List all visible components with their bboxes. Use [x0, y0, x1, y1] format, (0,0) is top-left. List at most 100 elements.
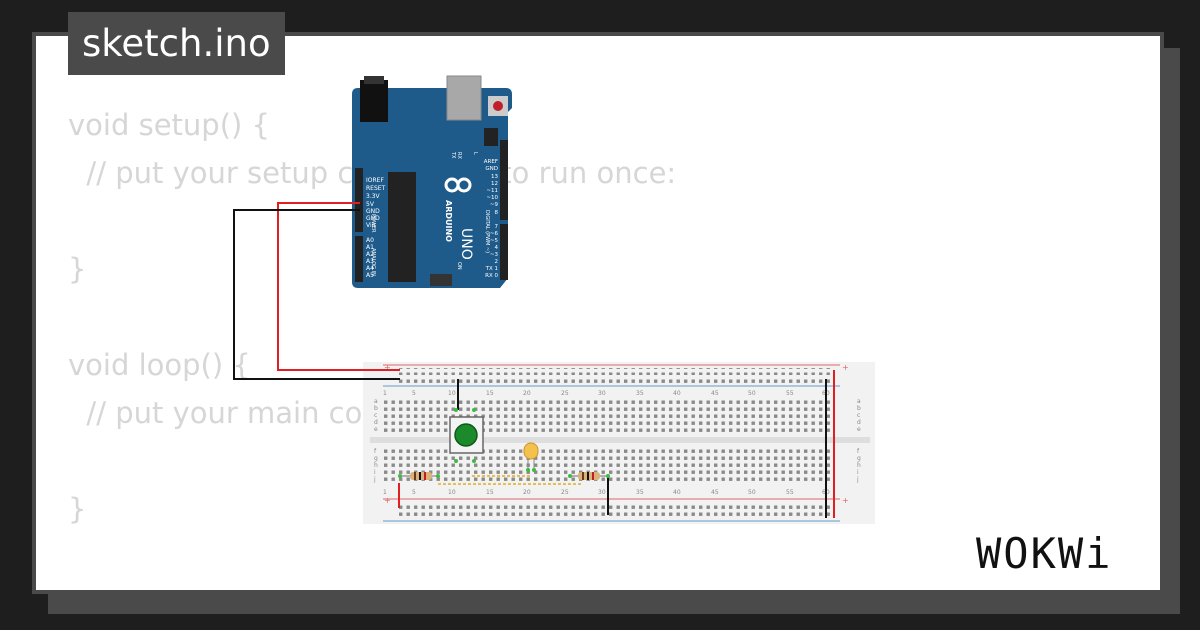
- pin-label: A4: [366, 265, 374, 272]
- plus-sign: +: [384, 496, 391, 505]
- power-label: POWER: [370, 214, 376, 233]
- pin-label: RX 0: [485, 273, 498, 279]
- column-number: 35: [636, 390, 644, 397]
- resistor-band: [419, 472, 421, 480]
- pin-highlight: [436, 474, 440, 478]
- row-letter: a: [374, 398, 378, 405]
- pin-label: 2: [495, 259, 499, 265]
- file-tab[interactable]: sketch.ino: [68, 12, 285, 75]
- pin-highlight: [606, 474, 610, 478]
- column-number: 55: [786, 489, 794, 496]
- resistor-2[interactable]: [570, 472, 608, 480]
- resistor-band: [424, 472, 426, 480]
- arduino-model-text: UNO: [458, 228, 474, 260]
- on-label: ON: [456, 262, 462, 270]
- breadboard: 1 5 10 15 20 25 30 35 40 45 50 55 60 1 5…: [363, 362, 875, 524]
- column-number: 20: [523, 489, 531, 496]
- column-number: 45: [711, 390, 719, 397]
- row-letter: h: [857, 462, 861, 469]
- power-rail-bottom-1: [398, 504, 830, 511]
- column-number: 20: [523, 390, 531, 397]
- arduino-uno[interactable]: ARDUINO UNO ON TX RX L POWER ANALOG IN D…: [352, 75, 512, 288]
- column-number: 15: [486, 390, 494, 397]
- power-rail-top-2: [398, 377, 830, 384]
- pin-label: A5: [366, 272, 374, 279]
- column-number: 1: [383, 489, 387, 496]
- pin-label: 4: [495, 245, 499, 251]
- row-letter: b: [857, 405, 861, 412]
- row-letter: h: [374, 462, 378, 469]
- analog-label: ANALOG IN: [370, 248, 376, 276]
- pin-highlight: [398, 474, 402, 478]
- power-rail-top-1: [398, 368, 830, 375]
- resistor-band: [587, 472, 589, 480]
- pin-label: IOREF: [366, 177, 384, 184]
- atmega-chip: [388, 172, 416, 282]
- pin-label: GND: [366, 215, 380, 222]
- resistor-band: [582, 472, 584, 480]
- pin-highlight: [454, 408, 458, 412]
- pin-label: 7: [495, 224, 499, 230]
- wokwi-logo: WOKWi: [976, 529, 1110, 576]
- pin-label: 3.3V: [366, 193, 381, 200]
- column-number: 10: [448, 489, 456, 496]
- power-jack: [360, 80, 388, 122]
- column-number: 50: [748, 489, 756, 496]
- column-number: 1: [383, 390, 387, 397]
- pushbutton[interactable]: [449, 408, 484, 463]
- pin-highlight: [526, 468, 530, 472]
- pin-label: 8: [495, 210, 499, 216]
- row-letter: j: [373, 476, 376, 483]
- power-rail-bottom-2: [398, 512, 830, 519]
- code-line: }: [68, 492, 87, 526]
- row-letter: d: [374, 419, 378, 426]
- pin-label: GND: [485, 166, 498, 172]
- pin-label: ~11: [486, 188, 498, 194]
- code-line: }: [68, 252, 87, 286]
- pin-label: ~3: [490, 252, 499, 258]
- resistor-1[interactable]: [400, 472, 438, 480]
- digital-header-top: [500, 140, 508, 220]
- row-letter: e: [857, 426, 861, 433]
- usb-port: [446, 75, 482, 121]
- pin-label: TX 1: [485, 266, 498, 272]
- led-yellow[interactable]: [523, 442, 539, 470]
- pin-label: RESET: [366, 185, 386, 192]
- pin-label: Vin: [366, 222, 376, 229]
- column-number: 5: [412, 390, 416, 397]
- column-number: 30: [598, 390, 606, 397]
- pin-label: A0: [366, 237, 374, 244]
- power-header: [355, 168, 363, 232]
- led-body: [523, 442, 539, 460]
- row-letter: g: [857, 455, 861, 462]
- pin-label: ~10: [486, 195, 498, 201]
- wire-gnd-black[interactable]: [233, 209, 400, 380]
- pin-label: 12: [491, 181, 498, 187]
- arduino-logo-icon: [444, 177, 472, 193]
- column-number: 55: [786, 390, 794, 397]
- pin-label: ~5: [490, 238, 499, 244]
- reset-button[interactable]: [493, 101, 503, 111]
- column-number: 35: [636, 489, 644, 496]
- wire-5v-red[interactable]: [277, 202, 400, 371]
- pin-label: 5V: [366, 201, 375, 208]
- analog-header: [355, 236, 363, 282]
- row-letter: g: [374, 455, 378, 462]
- pin-highlight: [532, 468, 536, 472]
- column-number: 45: [711, 489, 719, 496]
- pin-label: GND: [366, 208, 380, 215]
- row-letter: j: [856, 476, 859, 483]
- pin-label: ~9: [490, 202, 499, 208]
- column-number: 5: [412, 489, 416, 496]
- pin-highlight: [454, 459, 458, 463]
- row-letter: f: [857, 448, 860, 455]
- pushbutton-cap[interactable]: [454, 423, 478, 447]
- icsp-header: [484, 128, 498, 146]
- tx-label: TX: [450, 151, 456, 159]
- pin-highlight: [472, 408, 476, 412]
- column-number: 30: [598, 489, 606, 496]
- rx-label: RX: [456, 152, 462, 159]
- resistor-band: [414, 472, 416, 480]
- code-line: void loop() {: [68, 348, 251, 382]
